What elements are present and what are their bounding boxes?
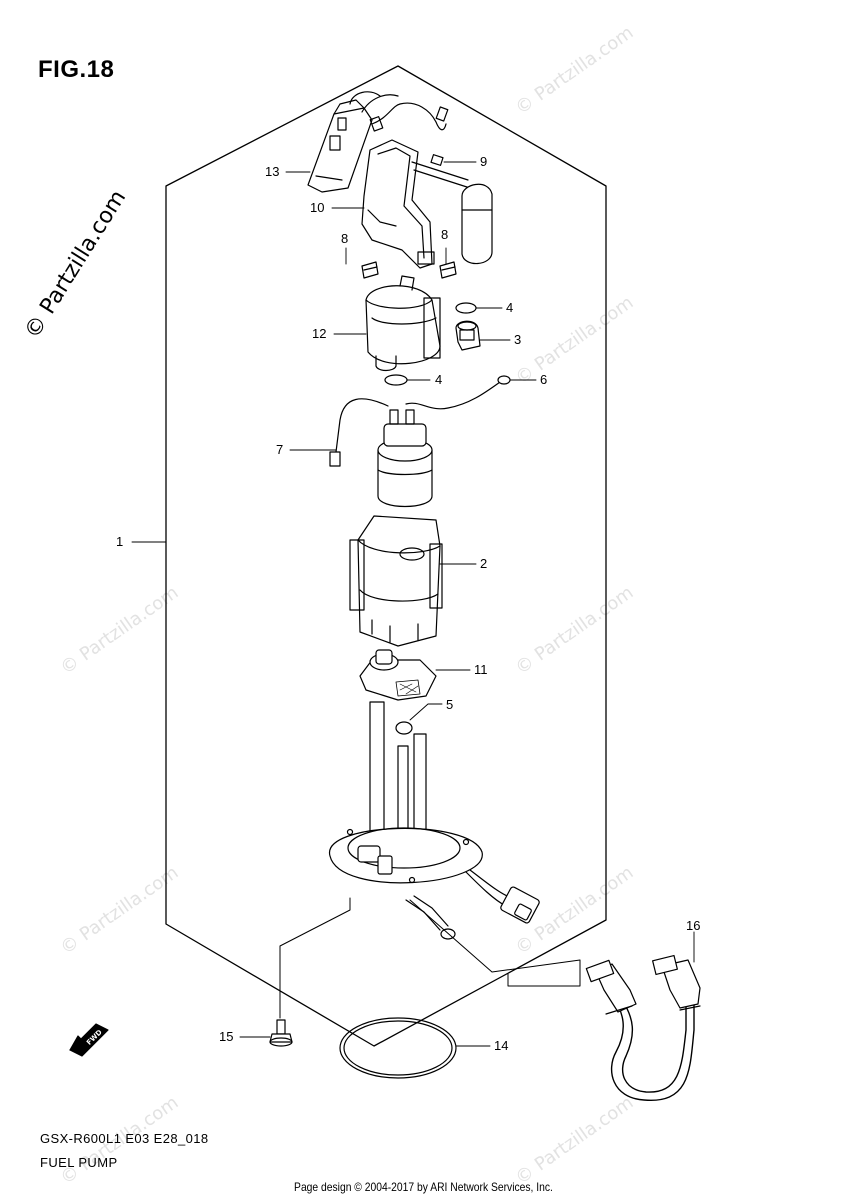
part-14-gasket-inner bbox=[343, 1020, 453, 1076]
part-10-level-gauge-bracket bbox=[361, 139, 435, 269]
part-2-pump-holder bbox=[349, 515, 443, 647]
fuel-outlet-pipe bbox=[405, 895, 449, 931]
fuel-pump-motor bbox=[377, 409, 433, 508]
callout-15[interactable]: 15 bbox=[219, 1029, 234, 1044]
part-16-fuel-hose bbox=[585, 954, 701, 1101]
callout-5[interactable]: 5 bbox=[446, 697, 454, 712]
model-code: GSX-R600L1 E03 E28_018 bbox=[40, 1131, 209, 1146]
part-6-lead-wire bbox=[405, 381, 501, 410]
fwd-arrow-icon bbox=[69, 1023, 109, 1057]
part-3-pressure-regulator bbox=[455, 320, 481, 351]
part-13-connector-bracket bbox=[307, 91, 381, 193]
figure-title: FIG.18 bbox=[38, 56, 115, 83]
wire-terminal bbox=[435, 106, 449, 122]
wire-terminal bbox=[369, 116, 384, 132]
callout-14[interactable]: 14 bbox=[494, 1038, 509, 1053]
callout-12[interactable]: 12 bbox=[312, 326, 327, 341]
part-4-o-ring-upper bbox=[455, 302, 477, 314]
callout-11[interactable]: 11 bbox=[474, 662, 488, 677]
part-7-lead-wire bbox=[335, 398, 389, 453]
callout-7[interactable]: 7 bbox=[276, 442, 284, 457]
callout-10[interactable]: 10 bbox=[310, 200, 325, 215]
part-15-bolt bbox=[269, 1019, 293, 1047]
section-name: FUEL PUMP bbox=[40, 1155, 118, 1170]
callout-4[interactable]: 4 bbox=[435, 372, 443, 387]
callout-8[interactable]: 8 bbox=[341, 231, 349, 246]
callout-1[interactable]: 1 bbox=[116, 534, 124, 549]
part-6-terminal bbox=[497, 375, 511, 385]
page-footer: Page design © 2004-2017 by ARI Network S… bbox=[294, 1180, 553, 1194]
assembly-boundary bbox=[165, 65, 607, 1047]
part-5-o-ring bbox=[395, 721, 413, 735]
connector-wire bbox=[361, 94, 399, 113]
part-4-o-ring-lower bbox=[384, 374, 408, 386]
part-9-float-arm bbox=[411, 154, 471, 189]
part-8-screw-left bbox=[361, 261, 379, 279]
harness-connector-tab bbox=[514, 903, 532, 921]
pump-base-plate bbox=[329, 701, 483, 884]
callout-9[interactable]: 9 bbox=[480, 154, 488, 169]
leader-lines bbox=[131, 161, 695, 1047]
callout-2[interactable]: 2 bbox=[480, 556, 488, 571]
connection-line bbox=[279, 897, 351, 1019]
callout-3[interactable]: 3 bbox=[514, 332, 522, 347]
part-11-fuel-filter bbox=[359, 649, 437, 701]
part-8-screw-right bbox=[439, 261, 457, 279]
float bbox=[461, 183, 493, 265]
callout-4[interactable]: 4 bbox=[506, 300, 514, 315]
wiring-harness bbox=[465, 871, 507, 907]
part-7-terminal bbox=[329, 451, 341, 467]
callout-16[interactable]: 16 bbox=[686, 918, 701, 933]
part-14-gasket bbox=[339, 1017, 457, 1079]
callout-13[interactable]: 13 bbox=[265, 164, 280, 179]
callout-8[interactable]: 8 bbox=[441, 227, 449, 242]
connector-wire bbox=[371, 102, 447, 131]
wiring-harness bbox=[469, 869, 513, 899]
callout-6[interactable]: 6 bbox=[540, 372, 548, 387]
part-12-pump-case bbox=[365, 275, 441, 372]
connection-line bbox=[409, 899, 581, 987]
